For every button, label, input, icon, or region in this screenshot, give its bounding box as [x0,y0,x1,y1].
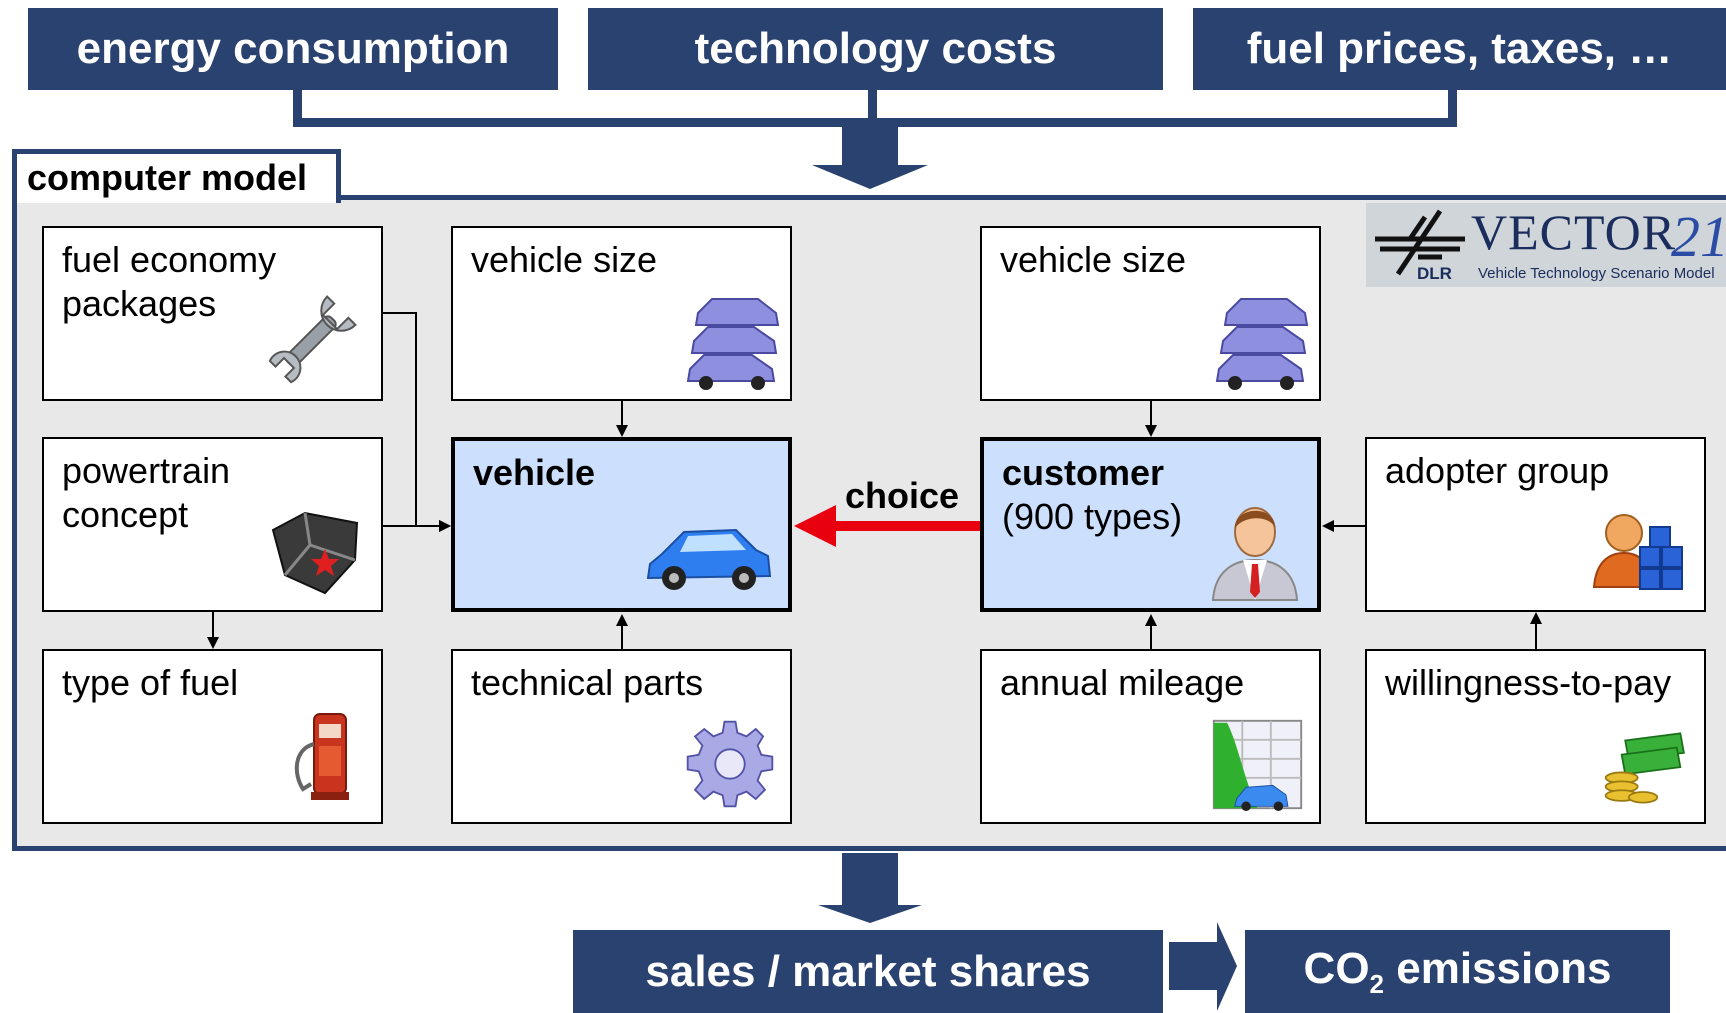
people-group-icon [1592,514,1683,590]
box-adopter-group: adopter group [1365,437,1706,612]
box-vehicle-size-right: vehicle size [980,226,1321,401]
connector-right-drop [1448,90,1457,127]
box-label-2: (900 types) [1002,496,1183,537]
box-vehicle-size-left: vehicle size [451,226,792,401]
money-icon [1604,732,1685,804]
connector-mid-drop [868,90,877,127]
box-label: willingness-to-pay [1385,662,1672,703]
output-sales-label: sales / market shares [645,946,1091,996]
box-label-2: concept [62,494,189,535]
box-label: technical parts [471,662,704,703]
person-icon [1211,507,1299,601]
box-label: customer [1002,452,1165,493]
output-right-arrow [1169,922,1237,1011]
computer-model-title: computer model [12,149,341,203]
mileage-chart-icon [1212,719,1303,812]
gear-icon [686,720,774,808]
input-technology-costs: technology costs [588,8,1163,90]
box-powertrain-concept: powertrain concept [42,437,383,612]
box-label: vehicle size [471,239,658,280]
output-down-arrow [818,853,922,923]
cars-stack-icon [686,298,780,390]
box-label: powertrain [62,450,231,491]
connector-horizontal [293,118,1457,127]
choice-label: choice [845,475,960,516]
box-fuel-economy-packages: fuel economy packages [42,226,383,401]
box-label: fuel economy [62,239,277,280]
car-icon [646,528,772,590]
box-annual-mileage: annual mileage [980,649,1321,824]
dlr-logo-icon [1375,209,1465,276]
output-sales-market-shares: sales / market shares [573,930,1163,1013]
box-type-of-fuel: type of fuel [42,649,383,824]
box-customer: customer (900 types) [980,437,1321,612]
choice-arrow [794,505,980,547]
input-energy-consumption: energy consumption [28,8,558,90]
box-vehicle: vehicle [451,437,792,612]
vector21-logo: DLR VECTOR 21 Vehicle Technology Scenari… [1366,203,1726,287]
input-fuel-prices: fuel prices, taxes, … [1193,8,1726,90]
input-down-arrow [812,125,928,189]
logo-title: VECTOR [1471,204,1677,260]
box-label: adopter group [1385,450,1610,491]
cars-stack-icon [1215,298,1309,390]
engine-icon [271,511,359,595]
box-technical-parts: technical parts [451,649,792,824]
input-energy-label: energy consumption [76,24,510,73]
input-fuel-label: fuel prices, taxes, … [1246,24,1673,73]
wrench-icon [268,295,357,384]
input-technology-label: technology costs [694,24,1057,73]
connector-left-drop [293,90,302,127]
box-label: vehicle [473,452,596,493]
logo-subtitle: Vehicle Technology Scenario Model [1478,265,1715,282]
logo-number: 21 [1671,204,1726,269]
box-label: vehicle size [1000,239,1187,280]
fuel-pump-icon [294,713,349,800]
box-willingness-to-pay: willingness-to-pay [1365,649,1706,824]
box-label-2: packages [62,283,217,324]
logo-org: DLR [1417,264,1452,283]
box-label: annual mileage [1000,662,1245,703]
output-co2-label: CO2 emissions [1303,943,1612,999]
output-co2-emissions: CO2 emissions [1245,930,1670,1013]
box-label: type of fuel [62,662,239,703]
